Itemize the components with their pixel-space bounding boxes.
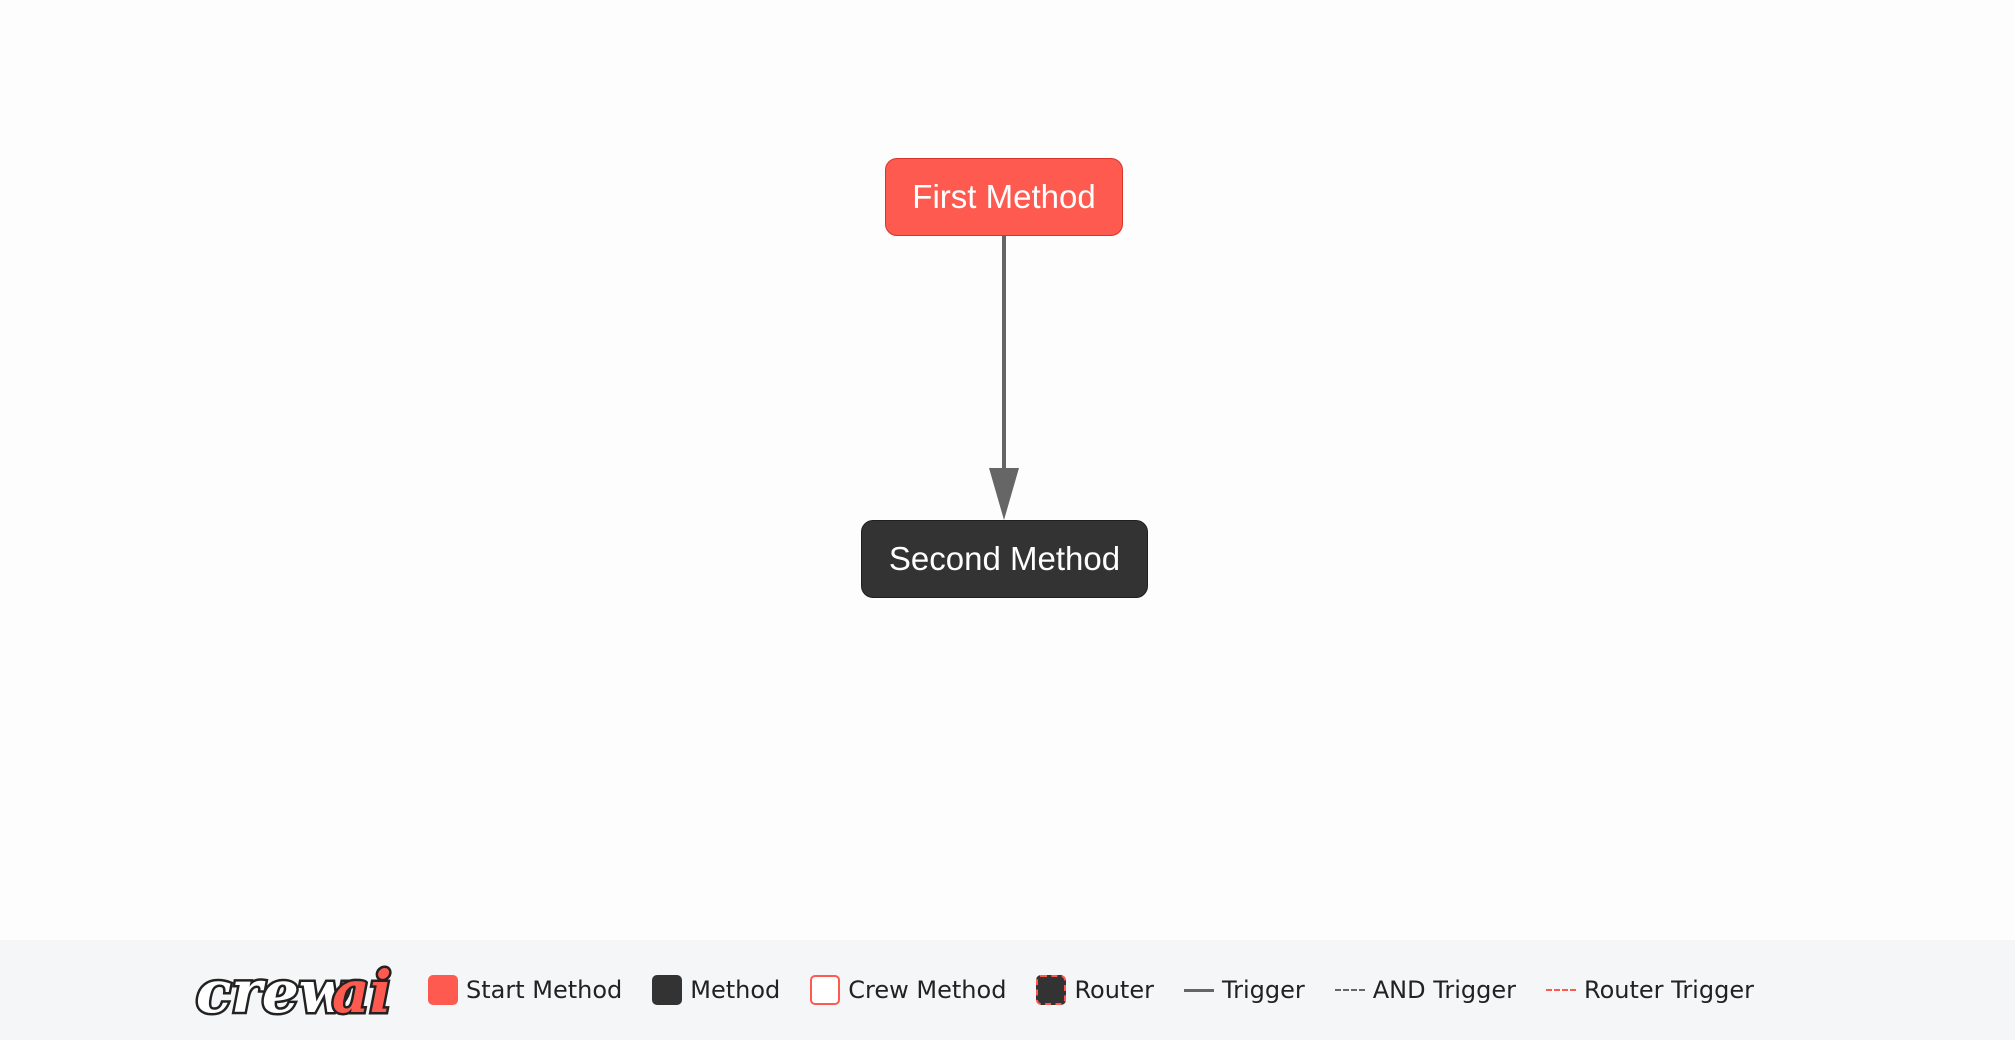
legend-label: Start Method <box>466 976 623 1004</box>
legend-label: Router Trigger <box>1584 976 1754 1004</box>
legend: crew ai Start Method Method Crew Method … <box>190 940 1784 1040</box>
node-first-method[interactable]: First Method <box>885 158 1123 236</box>
legend-label: Crew Method <box>848 976 1007 1004</box>
legend-trigger: Trigger <box>1183 976 1305 1004</box>
legend-router: Router <box>1036 975 1154 1005</box>
legend-label: Method <box>690 976 781 1004</box>
legend-label: Trigger <box>1221 976 1305 1004</box>
solid-line-icon <box>1183 988 1214 992</box>
method-swatch-icon <box>652 975 683 1005</box>
edge-arrowhead <box>989 468 1019 520</box>
flow-canvas[interactable]: First Method Second Method <box>0 0 2015 940</box>
node-second-method[interactable]: Second Method <box>861 520 1148 598</box>
router-swatch-icon <box>1036 975 1067 1005</box>
legend-label: AND Trigger <box>1372 976 1517 1004</box>
start-method-swatch-icon <box>428 975 458 1005</box>
crewai-logo: crew ai <box>194 956 395 1029</box>
legend-bar: crew ai Start Method Method Crew Method … <box>0 940 2015 1040</box>
legend-and-trigger: AND Trigger <box>1334 976 1517 1004</box>
dashed-gray-line-icon <box>1334 989 1365 991</box>
svg-text:ai: ai <box>332 958 392 1026</box>
legend-method: Method <box>652 975 780 1005</box>
svg-text:crew: crew <box>196 958 351 1026</box>
legend-label: Router <box>1074 976 1154 1004</box>
crew-method-swatch-icon <box>810 975 841 1005</box>
flow-edges <box>989 236 1019 520</box>
dashed-red-line-icon <box>1546 989 1577 991</box>
legend-start-method: Start Method <box>428 975 622 1005</box>
legend-router-trigger: Router Trigger <box>1546 976 1754 1004</box>
legend-crew-method: Crew Method <box>810 975 1006 1005</box>
